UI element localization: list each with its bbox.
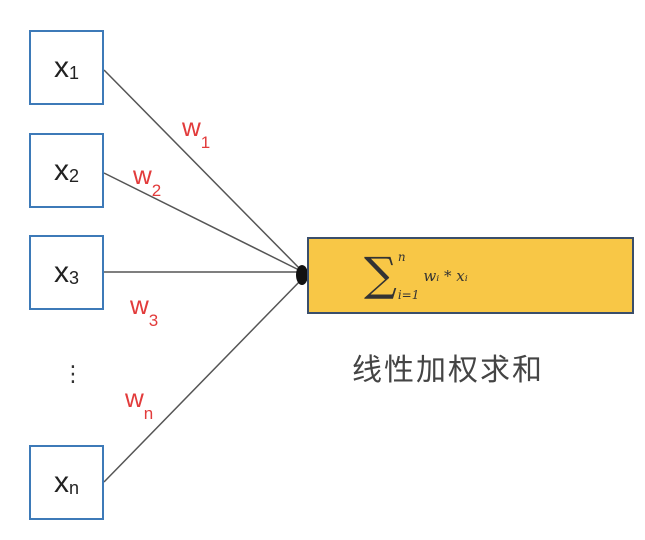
edge-x1 bbox=[103, 69, 304, 273]
junction-node bbox=[296, 265, 308, 285]
weighted-sum-box: ∑ n i=1 wᵢ * xᵢ bbox=[307, 237, 634, 314]
sum-expression: wᵢ * xᵢ bbox=[423, 266, 468, 285]
sum-upper-limit: n bbox=[397, 249, 406, 264]
weight-label-w1: w1 bbox=[182, 112, 211, 153]
sigma-symbol: ∑ bbox=[364, 246, 397, 301]
edge-xn bbox=[103, 277, 304, 483]
weight-label-wn: wn bbox=[125, 383, 154, 424]
ellipsis-dots: ⋮ bbox=[62, 362, 84, 387]
sum-lower-limit: i=1 bbox=[397, 287, 420, 302]
edge-x2 bbox=[103, 172, 304, 273]
caption-label: 线性加权求和 bbox=[352, 353, 544, 388]
sum-limits: n i=1 bbox=[398, 250, 420, 302]
weight-label-w3: w3 bbox=[130, 290, 159, 331]
weight-label-w2: w2 bbox=[133, 160, 162, 201]
